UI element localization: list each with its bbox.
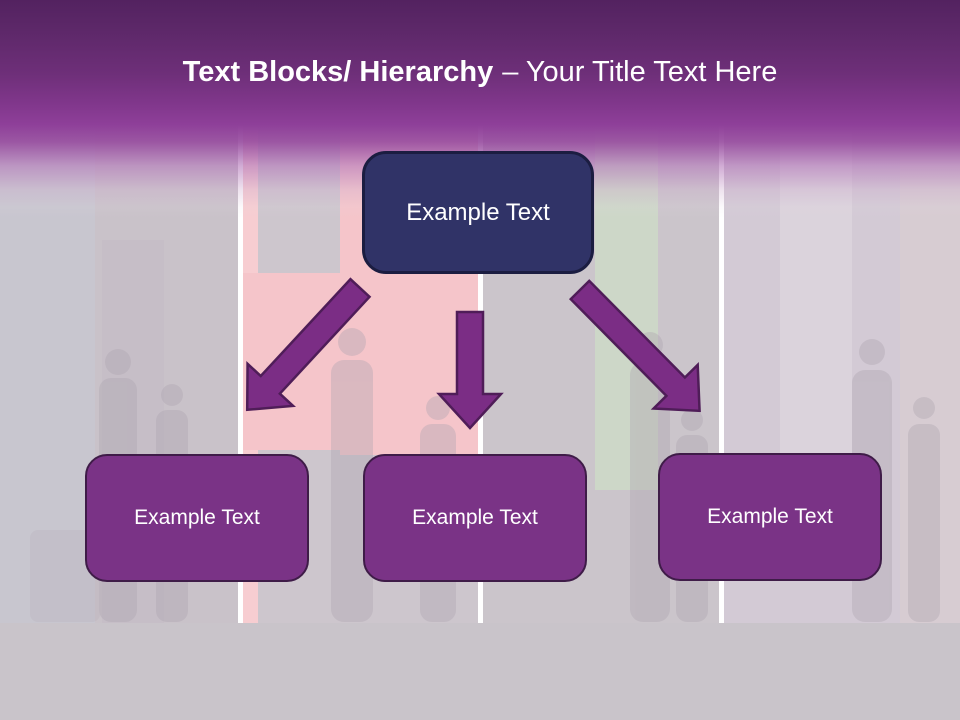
root-node[interactable]: Example Text: [362, 151, 594, 274]
child-node-2[interactable]: Example Text: [363, 454, 587, 582]
arrow-down-icon[interactable]: [436, 310, 504, 430]
child-node-3[interactable]: Example Text: [658, 453, 882, 581]
child-node-label: Example Text: [707, 505, 833, 528]
slide-title-bold: Text Blocks/ Hierarchy: [182, 56, 494, 88]
child-node-label: Example Text: [134, 506, 260, 529]
bg-divider-line: [719, 100, 724, 623]
slide-title[interactable]: Text Blocks/ Hierarchy– Your Title Text …: [0, 52, 960, 92]
bg-divider-line: [238, 100, 243, 623]
arrow-down-left-icon[interactable]: [224, 267, 382, 431]
child-node-label: Example Text: [412, 506, 538, 529]
child-node-1[interactable]: Example Text: [85, 454, 309, 582]
slide-title-regular: – Your Title Text Here: [502, 56, 778, 88]
root-node-label: Example Text: [406, 198, 550, 226]
arrow-down-right-icon[interactable]: [558, 268, 722, 432]
bg-ground: [0, 623, 960, 720]
